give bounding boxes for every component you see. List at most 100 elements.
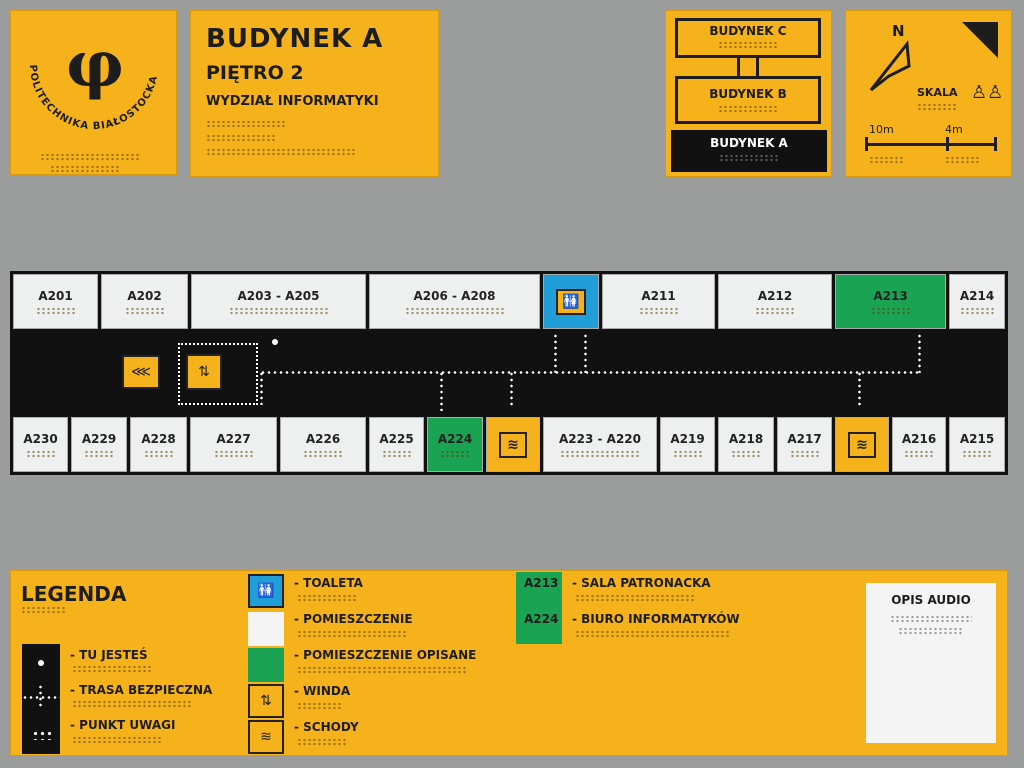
audio-description-panel[interactable]: OPIS AUDIO: [866, 583, 996, 743]
safe-route-branch: [584, 333, 587, 373]
legend-elevator: - WINDA: [294, 684, 351, 698]
safe-route-path: [260, 371, 920, 374]
braille-text: [672, 450, 703, 459]
room-a211: A211: [602, 274, 715, 329]
braille-text: [870, 307, 911, 316]
room-a202: A202: [101, 274, 188, 329]
north-label: N: [892, 22, 905, 40]
legend-described-room-swatch: [248, 648, 284, 682]
braille-text: [84, 450, 114, 459]
braille-text: [904, 450, 934, 459]
legend-described-room: - POMIESZCZENIE OPISANE: [294, 648, 477, 662]
braille-text: [297, 702, 342, 711]
braille-text: [560, 450, 640, 459]
you-are-here-symbol: [38, 660, 44, 666]
audio-label: OPIS AUDIO: [891, 593, 971, 607]
room-a226: A226: [280, 417, 366, 472]
room-a218: A218: [718, 417, 774, 472]
braille-text: [72, 736, 162, 745]
room-a206-a208: A206 - A208: [369, 274, 540, 329]
legend-title: LEGENDA: [21, 582, 127, 606]
braille-text: [206, 134, 276, 143]
room-a228: A228: [130, 417, 187, 472]
braille-text: [72, 665, 152, 674]
stairs-icon: ≋: [848, 432, 876, 458]
stairs-room: ≋: [486, 417, 540, 472]
braille-text: [25, 450, 56, 459]
braille-text: [297, 666, 467, 675]
legend-elevator-icon: ⇅: [248, 684, 284, 718]
braille-text: [297, 594, 357, 603]
room-a215: A215: [949, 417, 1005, 472]
north-arrow-icon: [869, 40, 911, 92]
safe-route-branch: [510, 371, 513, 407]
building-a-label: BUDYNEK A: [710, 136, 788, 150]
braille-text: [719, 154, 779, 163]
logo-phi-symbol: φ: [66, 27, 124, 102]
braille-text: [718, 41, 778, 50]
toilet-icon: 🚻: [556, 289, 586, 315]
legend-attention-point: - PUNKT UWAGI: [70, 718, 176, 732]
braille-text: [228, 307, 329, 316]
braille-text: [755, 307, 795, 316]
braille-text: [962, 450, 992, 459]
safe-route-branch: [554, 333, 557, 373]
legend-room-swatch: [248, 612, 284, 646]
braille-text: [21, 606, 66, 615]
legend-toilet: - TOALETA: [294, 576, 363, 590]
room-a219: A219: [660, 417, 715, 472]
room-a213: A213: [835, 274, 946, 329]
braille-text: [638, 307, 679, 316]
braille-text: [206, 120, 286, 129]
safe-route-branch: [918, 333, 921, 373]
elevator-outline: [178, 343, 258, 405]
braille-text: [575, 594, 695, 603]
braille-text: [72, 700, 192, 709]
braille-text: [898, 627, 964, 636]
braille-text: [731, 450, 761, 459]
header-panel: BUDYNEK A PIĘTRO 2 WYDZIAŁ INFORMATYKI: [190, 10, 439, 177]
attention-point-symbol: [32, 730, 52, 740]
room-a212: A212: [718, 274, 832, 329]
braille-text: [960, 307, 994, 316]
stairs-room: ≋: [835, 417, 889, 472]
room-a217: A217: [777, 417, 832, 472]
braille-text: [40, 153, 140, 162]
corner-triangle-icon: [962, 22, 998, 58]
room-a201: A201: [13, 274, 98, 329]
braille-text: [381, 450, 412, 459]
building-b-outline: BUDYNEK B: [675, 76, 821, 124]
room-a230: A230: [13, 417, 68, 472]
braille-text: [297, 738, 347, 747]
buildings-panel: BUDYNEK C BUDYNEK B BUDYNEK A: [665, 10, 832, 177]
toilet-room: 🚻: [543, 274, 599, 329]
legend-stairs: - SCHODY: [294, 720, 359, 734]
braille-text: [297, 630, 407, 639]
elevator-icon-corridor: ⇅: [186, 354, 222, 390]
legend-safe-route: - TRASA BEZPIECZNA: [70, 683, 213, 697]
braille-text: [440, 450, 470, 459]
building-title: BUDYNEK A: [206, 24, 384, 54]
braille-text: [945, 156, 980, 165]
you-are-here-dot: [272, 339, 278, 345]
stairs-icon: ≋: [499, 432, 527, 458]
braille-text: [143, 450, 174, 459]
scale-tick: [994, 137, 997, 151]
legend-a213-label: A213: [524, 576, 559, 590]
room-a214: A214: [949, 274, 1005, 329]
braille-text: [404, 307, 505, 316]
legend-a213-swatch: [516, 572, 562, 644]
legend-a224-label: A224: [524, 612, 559, 626]
scale-tick: [946, 137, 949, 151]
room-a203-a205: A203 - A205: [191, 274, 366, 329]
compass-panel: N SKALA ♙♙ 10m 4m: [845, 10, 1012, 177]
room-a229: A229: [71, 417, 127, 472]
legend-you-are-here: - TU JESTEŚ: [70, 648, 148, 662]
building-b-label: BUDYNEK B: [709, 87, 787, 101]
safe-route-symbol: [22, 696, 60, 699]
university-logo: POLITECHNIKA BIAŁOSTOCKA: [27, 64, 159, 132]
building-a-block: BUDYNEK A: [671, 130, 827, 172]
scale-10m-label: 10m: [869, 123, 894, 136]
legend-sala-patronacka: - SALA PATRONACKA: [572, 576, 711, 590]
braille-text: [50, 165, 120, 174]
